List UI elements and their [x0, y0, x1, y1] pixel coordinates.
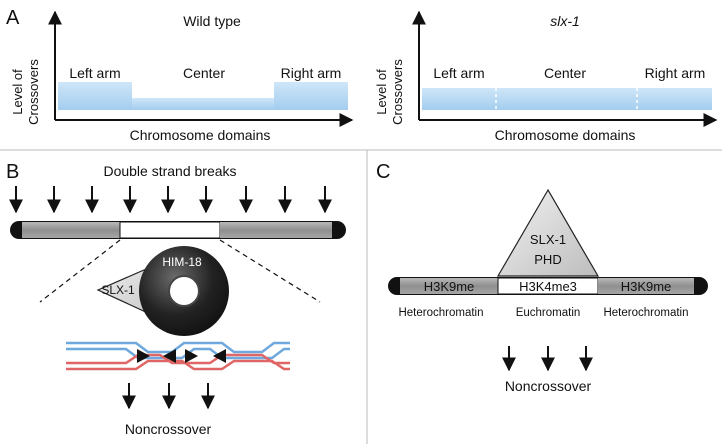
zoom-line-right [219, 239, 321, 303]
slx-1-label: SLX-1 [530, 232, 566, 247]
panel-b-letter: B [6, 161, 19, 183]
mark-label: H3K9me [621, 279, 672, 294]
region-label-left-arm: Left arm [433, 65, 484, 81]
bar-right-arm [274, 82, 348, 110]
y-axis-label-line1: Level of [374, 69, 389, 115]
donut-hole [168, 275, 200, 307]
triangle-marker [185, 349, 198, 363]
chromosome-center [119, 221, 221, 239]
mark-label: H3K9me [424, 279, 475, 294]
slx1-him18-complex: SLX-1 HIM-18 [96, 246, 229, 336]
segment-heterochromatin-right [598, 278, 694, 294]
dna-strand-blue-2 [66, 347, 290, 360]
bar-center [132, 98, 274, 110]
zoom-line-left [39, 239, 121, 303]
segment-label: Heterochromatin [603, 307, 688, 319]
chromosome-c: H3K9me H3K4me3 H3K9me [388, 277, 708, 295]
holliday-junction [66, 341, 290, 371]
dsb-arrows [9, 186, 332, 214]
phd-label: PHD [534, 252, 561, 267]
segment-heterochromatin-left [400, 278, 498, 294]
triangle-marker [137, 349, 150, 363]
x-axis-label: Chromosome domains [130, 127, 271, 143]
chromosome-left-arm [22, 222, 120, 238]
chart-slx-1: slx-1 Level of Crossovers Left arm Cente… [374, 10, 718, 143]
panel-a-letter: A [6, 7, 20, 29]
chart-wild-type: Wild type Level of Crossovers Left arm C… [10, 10, 354, 143]
dsb-title: Double strand breaks [103, 163, 236, 179]
dna-strand-red-2 [66, 359, 290, 371]
panel-c-letter: C [376, 161, 390, 183]
region-label-left-arm: Left arm [69, 65, 120, 81]
bar-uniform [422, 88, 712, 110]
y-axis-label-line2: Crossovers [26, 59, 41, 125]
y-axis-label-line2: Crossovers [390, 59, 405, 125]
outcome-label: Noncrossover [125, 421, 212, 437]
triangle-marker [163, 349, 176, 363]
slx-1-label: SLX-1 [101, 283, 135, 297]
y-axis-label-line1: Level of [10, 69, 25, 115]
dna-strand-red-1 [66, 353, 290, 365]
segment-label: Euchromatin [516, 307, 581, 319]
slx1-phd: SLX-1 PHD [496, 188, 600, 277]
bar-left-arm [58, 82, 132, 110]
x-axis-label: Chromosome domains [495, 127, 636, 143]
region-label-center: Center [183, 65, 225, 81]
him-18-label: HIM-18 [162, 255, 202, 269]
triangle-marker [213, 349, 226, 363]
region-label-right-arm: Right arm [281, 65, 342, 81]
chromosome-right-arm [220, 222, 332, 238]
phd-triangle [496, 188, 600, 277]
chart-title: Wild type [183, 13, 241, 29]
chart-title: slx-1 [550, 13, 580, 29]
outcome-label: Noncrossover [505, 378, 592, 394]
mark-label: H3K4me3 [519, 279, 577, 294]
dna-strand-blue-1 [66, 341, 290, 354]
region-label-right-arm: Right arm [645, 65, 706, 81]
chromosome-b [10, 221, 346, 239]
segment-label: Heterochromatin [398, 307, 483, 319]
region-label-center: Center [544, 65, 586, 81]
